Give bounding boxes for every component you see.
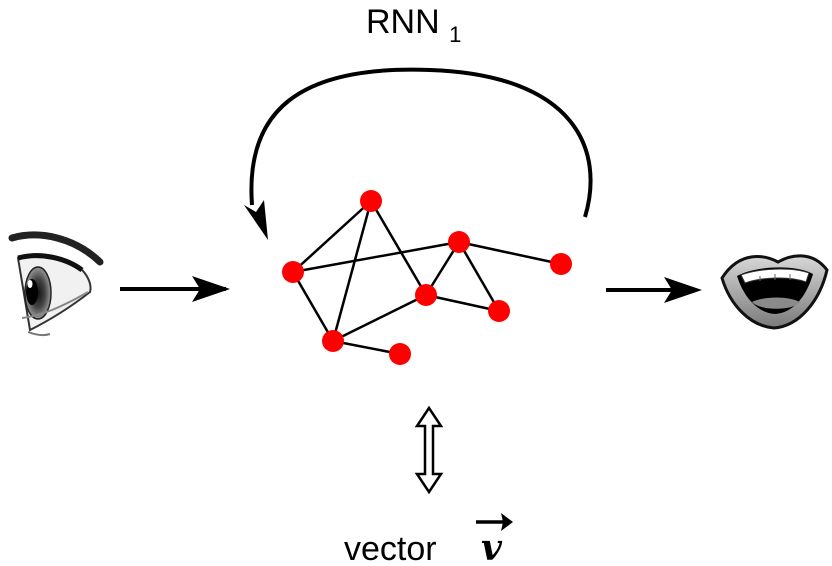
vector-label-word: vector	[344, 530, 437, 566]
recurrent-loop-arrowhead	[244, 200, 268, 240]
double-vertical-arrow	[414, 405, 444, 495]
vector-arrow-accent	[476, 513, 513, 531]
rnn-title-subscript: 1	[449, 22, 461, 47]
output-arrowhead	[664, 277, 702, 303]
input-arrowhead	[192, 276, 230, 302]
vector-symbol: v	[481, 527, 503, 566]
vector-label: vector	[344, 530, 437, 566]
edge	[458, 240, 562, 266]
edge	[369, 200, 428, 296]
recurrent-loop-arrow	[249, 67, 593, 218]
edge	[425, 293, 500, 313]
rnn-title: RNN 1	[366, 3, 461, 47]
network-nodes	[282, 190, 572, 365]
edge	[292, 200, 372, 273]
node	[415, 284, 437, 306]
node	[448, 231, 470, 253]
node	[282, 261, 304, 283]
edge	[292, 240, 460, 274]
eye-icon	[8, 231, 104, 337]
edge	[332, 293, 427, 343]
edge	[332, 339, 401, 356]
edge	[291, 271, 335, 342]
rnn-title-main: RNN	[366, 3, 440, 41]
node	[322, 330, 344, 352]
node	[389, 343, 411, 365]
node	[488, 300, 510, 322]
node	[550, 253, 572, 275]
mouth-icon	[720, 254, 829, 330]
edge	[457, 241, 501, 312]
edge	[331, 200, 373, 342]
node	[360, 190, 382, 212]
